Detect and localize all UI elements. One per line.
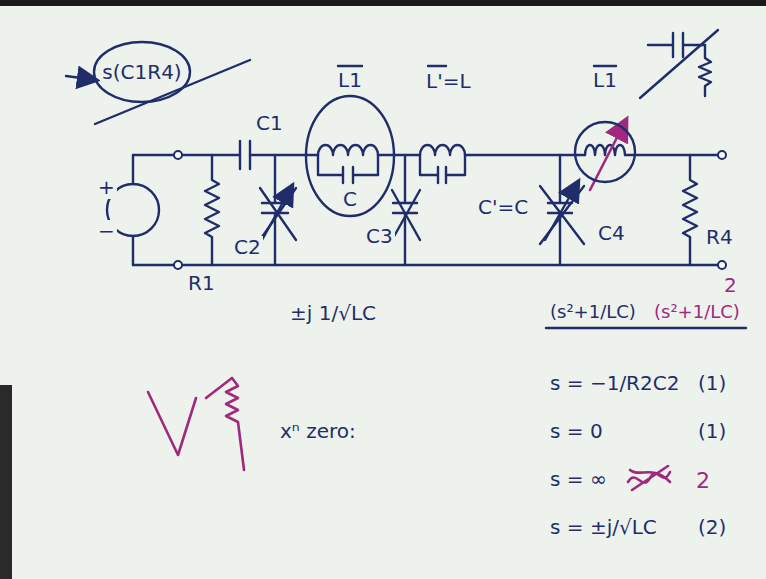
circle-outline xyxy=(306,96,394,216)
circuit-label: (s²+1/LC) xyxy=(652,302,742,323)
circuit-label: C2 xyxy=(232,236,263,259)
terminal xyxy=(718,261,726,269)
node-label: C xyxy=(341,188,359,211)
purple-marks xyxy=(148,120,670,490)
inductor-symbol xyxy=(318,145,378,155)
circuit-label: xⁿ zero: xyxy=(278,420,358,443)
circuit-label: 2 xyxy=(722,274,739,297)
pointer-arrow xyxy=(66,76,96,80)
circuit-label: 2 xyxy=(694,468,712,493)
circuit-label: s = ±j/√LC xyxy=(548,516,659,539)
circuit-wires xyxy=(66,30,746,328)
sketch xyxy=(206,378,244,470)
circled-group: L1 xyxy=(575,70,635,186)
strike-line xyxy=(640,30,718,98)
wire xyxy=(132,155,134,265)
strike-line xyxy=(95,60,250,124)
circuit-label: L'=L xyxy=(424,70,473,93)
circuit-label: C'=C xyxy=(476,196,530,219)
node-label: s(C1R4) xyxy=(100,61,183,84)
circuit-label: − xyxy=(96,220,117,243)
circuit-label: s = −1/R2C2 xyxy=(548,372,681,395)
circle-outline xyxy=(94,42,190,102)
node-label: L1 xyxy=(591,69,619,92)
circuit-label: C3 xyxy=(364,225,395,248)
sketch xyxy=(148,392,196,455)
circuit-label: R4 xyxy=(704,226,735,249)
circuit-label: s = ∞ xyxy=(548,468,609,491)
circled-group: L1C xyxy=(305,70,395,218)
capacitor-symbol xyxy=(548,155,572,265)
board-edge xyxy=(0,0,766,6)
node-label: L1 xyxy=(336,69,364,92)
cross-out xyxy=(540,186,584,244)
inductor-symbol xyxy=(585,145,625,155)
inductor-symbol xyxy=(420,145,465,155)
capacitor-symbol xyxy=(393,155,417,265)
circuit-label: C4 xyxy=(596,222,627,245)
circuit-label: (2) xyxy=(696,516,728,539)
circuit-label: C1 xyxy=(254,112,285,135)
resistor-symbol xyxy=(683,155,697,265)
fraction-bar xyxy=(546,327,746,329)
terminal xyxy=(718,151,726,159)
circle-outline xyxy=(575,122,635,182)
terminal xyxy=(174,261,182,269)
board-edge xyxy=(0,385,12,579)
cross-out xyxy=(392,190,420,240)
circuit-label: R1 xyxy=(186,272,217,295)
capacitor-symbol xyxy=(318,155,378,183)
terminal xyxy=(174,151,182,159)
capacitor-symbol xyxy=(420,155,465,183)
circuit-label: (s²+1/LC) xyxy=(548,302,638,323)
circled-group: s(C1R4) xyxy=(92,40,192,104)
resistor-symbol xyxy=(205,155,219,265)
circuit-label: ±j 1/√LC xyxy=(288,302,378,325)
terminals xyxy=(174,151,726,269)
circuit-label: + xyxy=(96,176,117,199)
circuit-label: s = 0 xyxy=(548,420,605,443)
cross-out xyxy=(260,188,296,240)
scribble xyxy=(628,466,670,490)
circuit-label: (1) xyxy=(696,372,728,395)
wire xyxy=(133,155,722,265)
circuit-label: (1) xyxy=(696,420,728,443)
overline xyxy=(338,65,616,67)
capacitor-symbol xyxy=(240,141,250,169)
